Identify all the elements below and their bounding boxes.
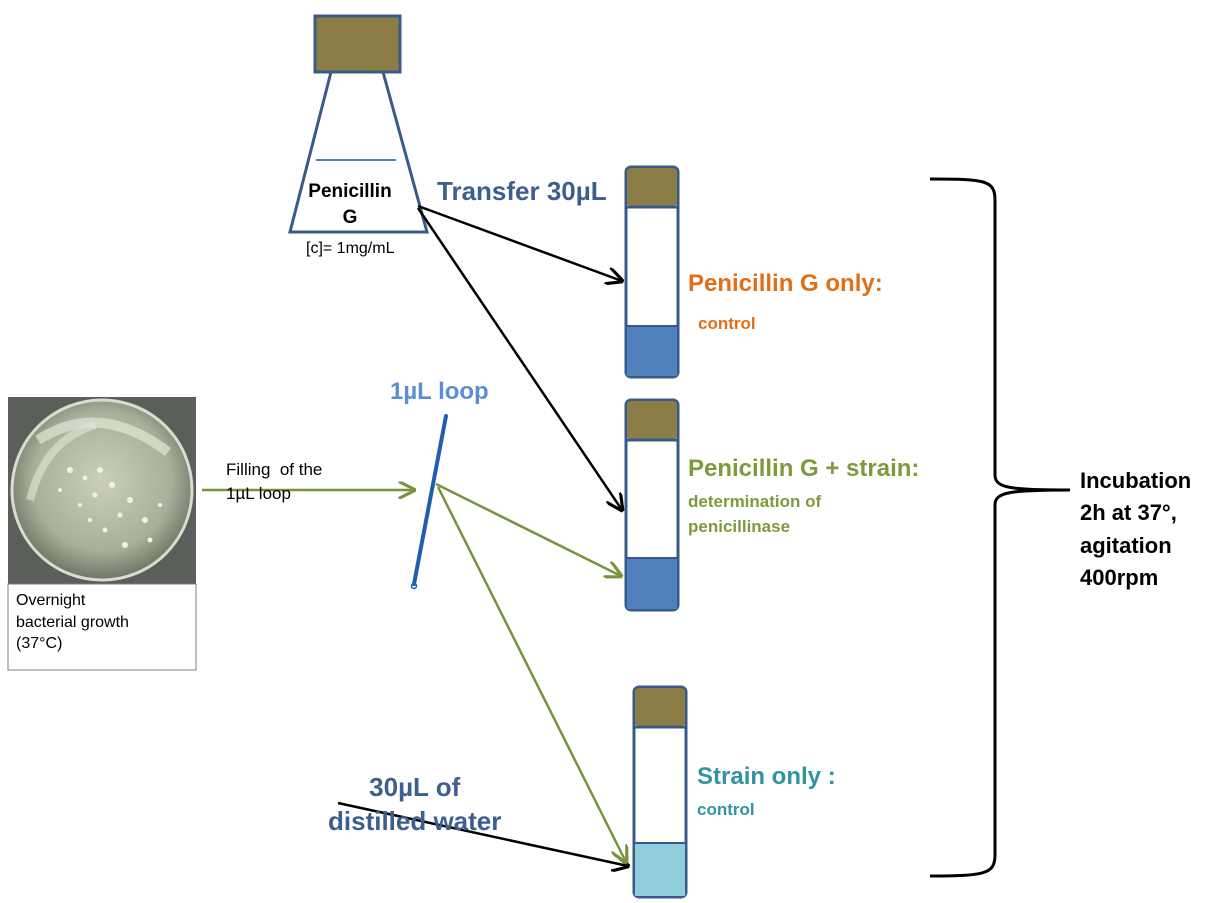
filling-label: Filling of the 1µL loop — [226, 458, 322, 506]
flask-title-line2: G — [342, 206, 358, 228]
water-label: 30µL of distilled water — [328, 771, 501, 839]
arrow-water-to-tube3 — [337, 801, 628, 866]
tube2-subtitle: determination of penicillinase — [688, 490, 821, 539]
plate-caption-box — [7, 583, 197, 671]
tube2-subtitle-line2: penicillinase — [688, 516, 791, 536]
penicillin-flask — [288, 14, 429, 234]
loop-label: 1µL loop — [390, 378, 489, 405]
flask-title-line1: Penicillin — [308, 181, 392, 202]
plate-caption-line3: (37°C) — [16, 635, 63, 653]
tube-liquid — [627, 558, 677, 609]
arrow-loop-to-tube3 — [436, 486, 626, 862]
incubation-line2: 2h at 37°, — [1080, 500, 1177, 526]
flask-label: Penicillin G — [290, 179, 410, 230]
water-line2: distilled water — [328, 805, 502, 836]
arrow-flask-to-tube2 — [416, 207, 622, 510]
transfer-label: Transfer 30µL — [437, 176, 607, 206]
tube3-subtitle: control — [697, 800, 755, 819]
tube-cap — [627, 401, 677, 439]
filling-line2: 1µL loop — [226, 483, 291, 503]
water-line1: 30µL of — [369, 772, 461, 802]
filling-line1: Filling of the — [226, 460, 323, 479]
arrow-flask-to-tube1 — [417, 204, 622, 281]
tube1-subtitle: control — [698, 314, 756, 333]
incubation-label: Incubation 2h at 37°, agitation 400rpm — [1080, 465, 1191, 594]
incubation-brace — [929, 177, 1071, 878]
incubation-line4: 400rpm — [1080, 564, 1159, 590]
incubation-line1: Incubation — [1080, 468, 1192, 493]
tube-penicillin-strain — [624, 398, 680, 612]
tube-cap — [635, 688, 685, 726]
flask-concentration: [c]= 1mg/mL — [306, 240, 395, 257]
flask-body — [288, 70, 429, 234]
tube3-title: Strain only : — [697, 763, 836, 790]
arrow-loop-to-tube2 — [435, 482, 621, 576]
tube1-title: Penicillin G only: — [688, 270, 883, 297]
tube-strain-only — [632, 685, 688, 899]
inoculation-loop — [410, 414, 448, 590]
tube-penicillin-only — [624, 165, 680, 379]
tube-liquid — [635, 843, 685, 896]
flask-cap — [313, 14, 402, 74]
plate-caption: Overnight bacterial growth (37°C) — [16, 590, 129, 655]
tube2-title: Penicillin G + strain: — [688, 455, 920, 482]
tube-cap — [627, 168, 677, 206]
plate-caption-line1: Overnight — [16, 592, 86, 609]
tube-liquid — [627, 326, 677, 376]
plate-caption-line2: bacterial growth — [16, 613, 129, 631]
petri-plate-photo — [7, 397, 197, 671]
incubation-line3: agitation — [1080, 532, 1172, 558]
tube2-subtitle-line1: determination of — [688, 492, 822, 511]
